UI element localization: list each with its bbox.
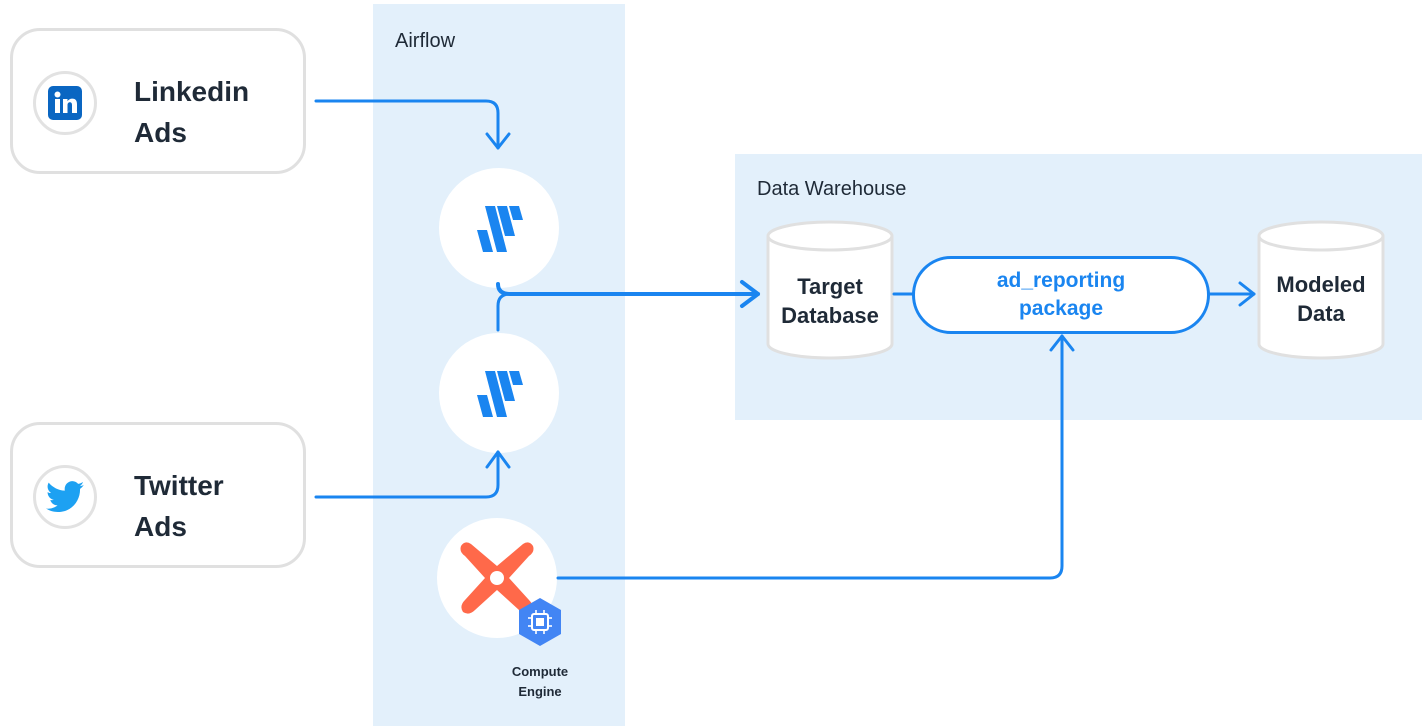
compute-engine-label: Compute Engine bbox=[511, 664, 569, 699]
fivetran-logo-icon bbox=[477, 206, 523, 252]
target-database-label: Target Database bbox=[781, 274, 879, 328]
linkedin-ads-label: Linkedin Ads bbox=[134, 76, 250, 148]
fivetran-connector-twitter bbox=[439, 333, 559, 453]
ad-reporting-package-node: ad_reporting package bbox=[912, 256, 1210, 334]
twitter-icon bbox=[33, 465, 97, 529]
linkedin-ads-source: Linkedin Ads bbox=[10, 28, 306, 174]
arrowhead-twitter bbox=[485, 450, 511, 469]
arrow-twitter-to-connector bbox=[314, 450, 500, 499]
twitter-ads-source: Twitter Ads bbox=[10, 422, 306, 568]
linkedin-icon bbox=[33, 71, 97, 135]
compute-engine-icon bbox=[519, 598, 561, 646]
fivetran-connector-linkedin bbox=[439, 168, 559, 288]
arrowhead-linkedin bbox=[485, 132, 511, 150]
modeled-data-label: Modeled Data bbox=[1276, 272, 1366, 326]
arrow-dbt-to-package bbox=[556, 334, 1064, 580]
arrowhead-package bbox=[1049, 334, 1075, 352]
modeled-data-cylinder bbox=[1257, 220, 1385, 360]
twitter-ads-label: Twitter Ads bbox=[134, 470, 224, 542]
ad-reporting-package-label: ad_reporting package bbox=[996, 269, 1126, 320]
arrowhead-modeled-data bbox=[1238, 281, 1256, 307]
dbt-logo-icon bbox=[460, 542, 534, 614]
arrow-linkedin-to-connector bbox=[314, 99, 500, 150]
arrowhead-target-db bbox=[740, 280, 760, 308]
airflow-label: Airflow bbox=[395, 30, 456, 52]
data-warehouse-label: Data Warehouse bbox=[757, 178, 907, 200]
arrow-connectors-to-target-db bbox=[496, 282, 760, 296]
fivetran-logo-icon bbox=[477, 371, 523, 417]
target-database-cylinder bbox=[766, 220, 894, 360]
